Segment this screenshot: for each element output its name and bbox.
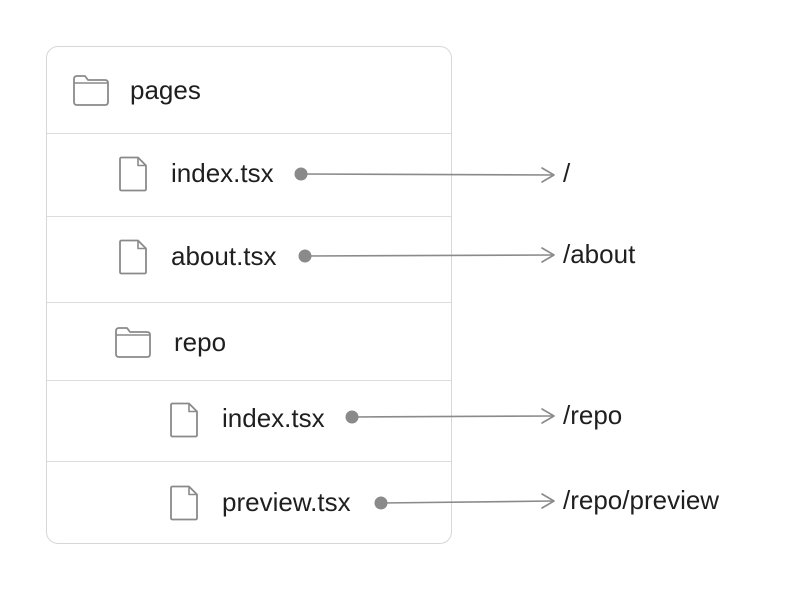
file-label-repo-index: index.tsx: [222, 403, 325, 433]
route-label-repo-preview: /repo/preview: [563, 485, 720, 515]
arrow-head-icon: [541, 408, 555, 424]
arrow-head-icon: [541, 167, 555, 183]
tree-row-index[interactable]: index.tsx: [47, 133, 451, 216]
file-icon: [118, 156, 148, 197]
tree-row-about[interactable]: about.tsx: [47, 216, 451, 302]
file-icon: [169, 485, 199, 526]
tree-row-repo-index[interactable]: index.tsx: [47, 380, 451, 461]
route-label-root: /: [563, 158, 571, 188]
tree-row-repo-preview[interactable]: preview.tsx: [47, 461, 451, 543]
folder-label-repo: repo: [174, 327, 227, 357]
tree-row-repo[interactable]: repo: [47, 302, 451, 380]
tree-row-pages[interactable]: pages: [47, 47, 451, 133]
file-label-about: about.tsx: [171, 241, 277, 271]
route-label-about: /about: [563, 239, 636, 269]
file-tree: pages index.tsx about.tsx repo: [46, 46, 452, 544]
arrow-head-icon: [541, 493, 555, 509]
arrow-head-icon: [541, 247, 555, 263]
folder-icon: [114, 326, 152, 363]
file-icon: [169, 402, 199, 443]
file-icon: [118, 239, 148, 280]
folder-label-pages: pages: [130, 75, 201, 105]
file-label-repo-preview: preview.tsx: [222, 487, 351, 517]
file-label-index: index.tsx: [171, 158, 274, 188]
route-label-repo: /repo: [563, 400, 623, 430]
folder-icon: [72, 74, 110, 111]
